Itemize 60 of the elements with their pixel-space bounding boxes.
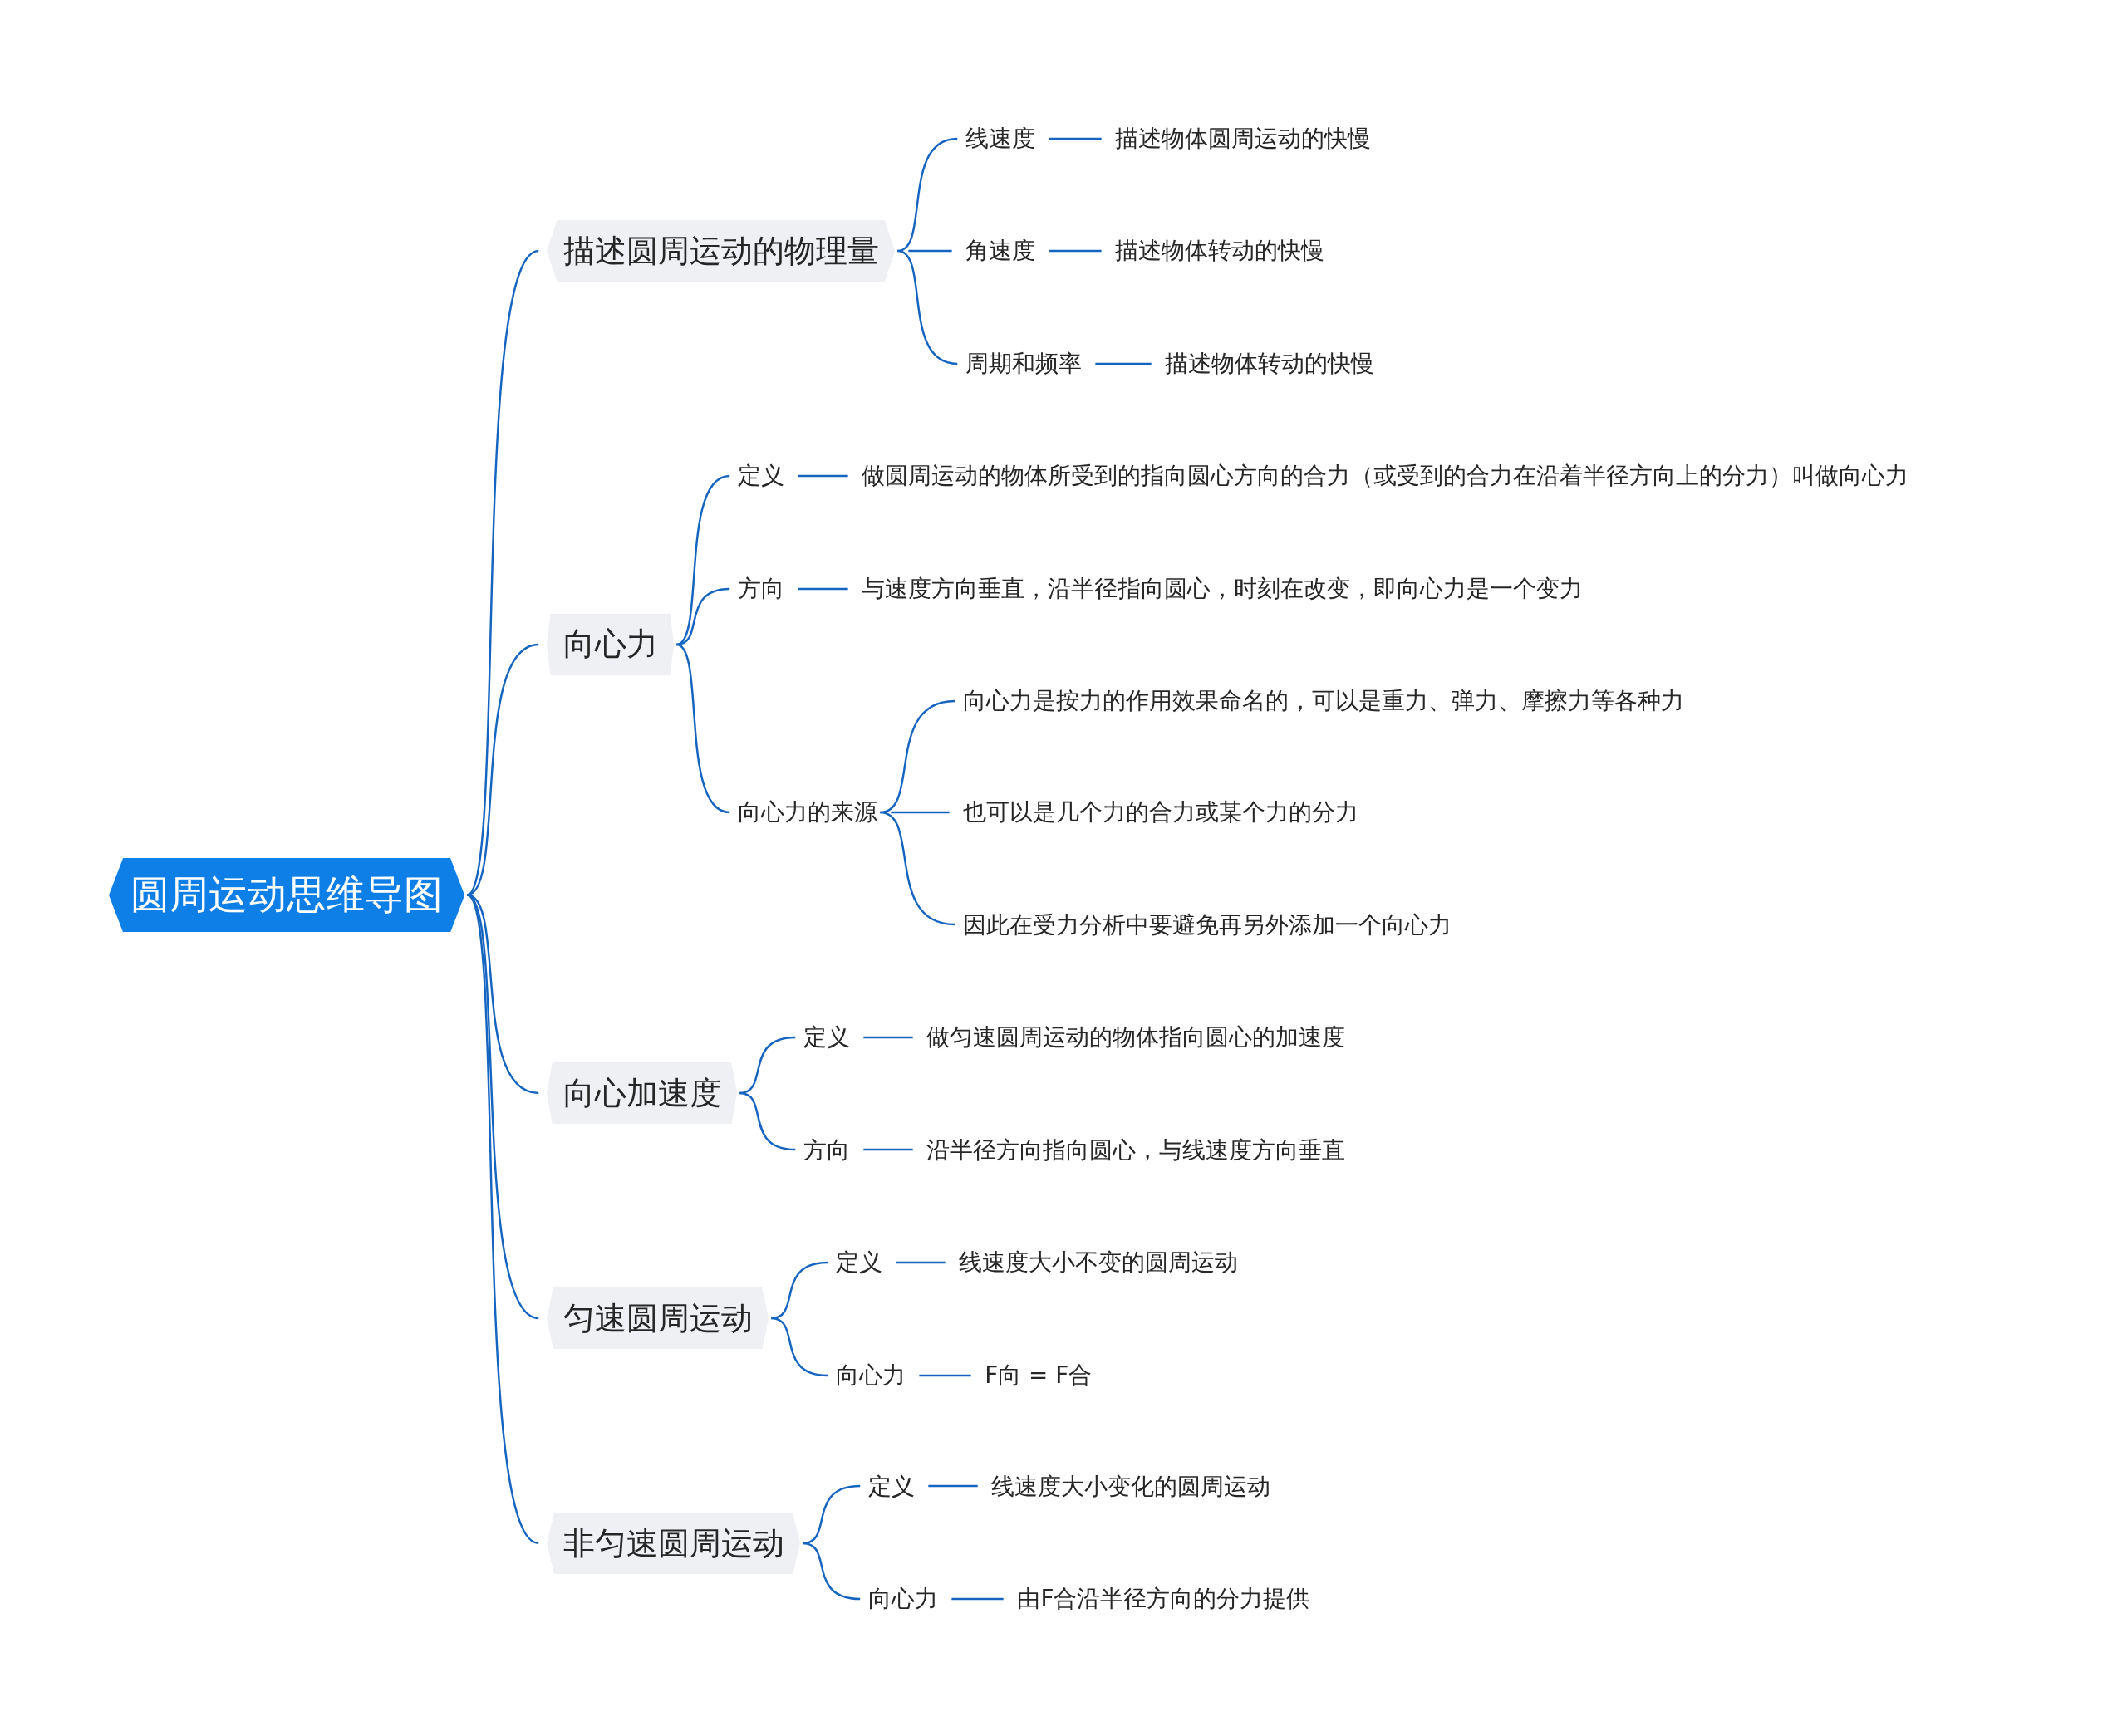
subtopic-text: 由F合沿半径方向的分力提供 bbox=[1017, 1582, 1310, 1616]
connector-line bbox=[771, 1261, 828, 1320]
connector-line bbox=[919, 1374, 971, 1377]
subtopic-text: 描述物体转动的快慢 bbox=[1165, 346, 1375, 380]
subtopic-text: 周期和频率 bbox=[965, 346, 1083, 380]
connector-line bbox=[896, 249, 958, 365]
connector-line bbox=[675, 643, 730, 814]
connector-line bbox=[891, 811, 950, 814]
connector-line bbox=[951, 1597, 1004, 1601]
subtopic-text: 角速度 bbox=[965, 234, 1036, 267]
connector-line bbox=[1049, 249, 1102, 253]
subtopic-text: 与速度方向垂直，沿半径指向圆心，时刻在改变，即向心力是一个变力 bbox=[861, 571, 1583, 606]
connector-line bbox=[739, 1036, 796, 1095]
connector-line bbox=[928, 1484, 978, 1488]
connector-line bbox=[798, 587, 848, 591]
subtopic-text: 做匀速圆周运动的物体指向圆心的加速度 bbox=[926, 1020, 1346, 1054]
connector-line bbox=[1095, 362, 1152, 365]
subtopic-text: 方向 bbox=[803, 1133, 850, 1167]
root-topic-box: 圆周运动思维导图 bbox=[108, 858, 464, 933]
subtopic-text: F向 = F合 bbox=[985, 1358, 1093, 1392]
connector-line bbox=[879, 811, 955, 926]
subtopic-text: 描述物体圆周运动的快慢 bbox=[1115, 121, 1372, 155]
connector-line bbox=[803, 1542, 861, 1601]
subtopic-text: 沿半径方向指向圆心，与线速度方向垂直 bbox=[926, 1133, 1346, 1167]
topic-box: 非匀速圆周运动 bbox=[546, 1512, 801, 1575]
topic-box: 匀速圆周运动 bbox=[546, 1287, 769, 1350]
subtopic-text: 定义 bbox=[867, 1469, 915, 1503]
subtopic-text: 做圆周运动的物体所受到的指向圆心方向的合力（或受到的合力在沿着半径方向上的分力）叫做向心力 bbox=[861, 459, 1908, 493]
subtopic-text: 线速度大小变化的圆周运动 bbox=[991, 1469, 1271, 1503]
subtopic-text: 向心力是按力的作用效果命名的，可以是重力、弹力、摩擦力等各种力 bbox=[963, 684, 1685, 718]
connector-line bbox=[863, 1036, 913, 1039]
subtopic-text: 向心力 bbox=[835, 1358, 906, 1392]
connector-line bbox=[771, 1317, 828, 1377]
topic-box: 向心加速度 bbox=[546, 1062, 738, 1125]
connector-line bbox=[896, 1261, 946, 1264]
connector-line bbox=[908, 249, 952, 253]
connector-line bbox=[1049, 137, 1102, 140]
connector-line bbox=[739, 1091, 796, 1151]
subtopic-text: 向心力的来源 bbox=[738, 795, 878, 829]
subtopic-text: 因此在受力分析中要避免再另外添加一个向心力 bbox=[963, 908, 1452, 942]
subtopic-text: 定义 bbox=[803, 1020, 850, 1054]
subtopic-text: 描述物体转动的快慢 bbox=[1115, 234, 1325, 267]
connector-line bbox=[466, 894, 539, 1544]
connector-line bbox=[676, 587, 730, 646]
subtopic-text: 也可以是几个力的合力或某个力的分力 bbox=[963, 795, 1359, 829]
subtopic-text: 线速度大小不变的圆周运动 bbox=[959, 1246, 1239, 1279]
subtopic-text: 线速度 bbox=[965, 121, 1036, 155]
subtopic-text: 定义 bbox=[738, 459, 785, 493]
connector-line bbox=[466, 894, 539, 1320]
subtopic-text: 定义 bbox=[835, 1246, 882, 1279]
connector-line bbox=[466, 643, 539, 896]
connector-line bbox=[466, 250, 539, 896]
connector-line bbox=[803, 1484, 861, 1545]
connector-line bbox=[675, 474, 730, 646]
subtopic-text: 方向 bbox=[738, 571, 785, 606]
connector-line bbox=[798, 474, 848, 478]
subtopic-text: 向心力 bbox=[867, 1582, 938, 1616]
topic-box: 向心力 bbox=[546, 613, 675, 675]
topic-box: 描述圆周运动的物理量 bbox=[546, 220, 896, 282]
connector-line bbox=[863, 1148, 913, 1151]
